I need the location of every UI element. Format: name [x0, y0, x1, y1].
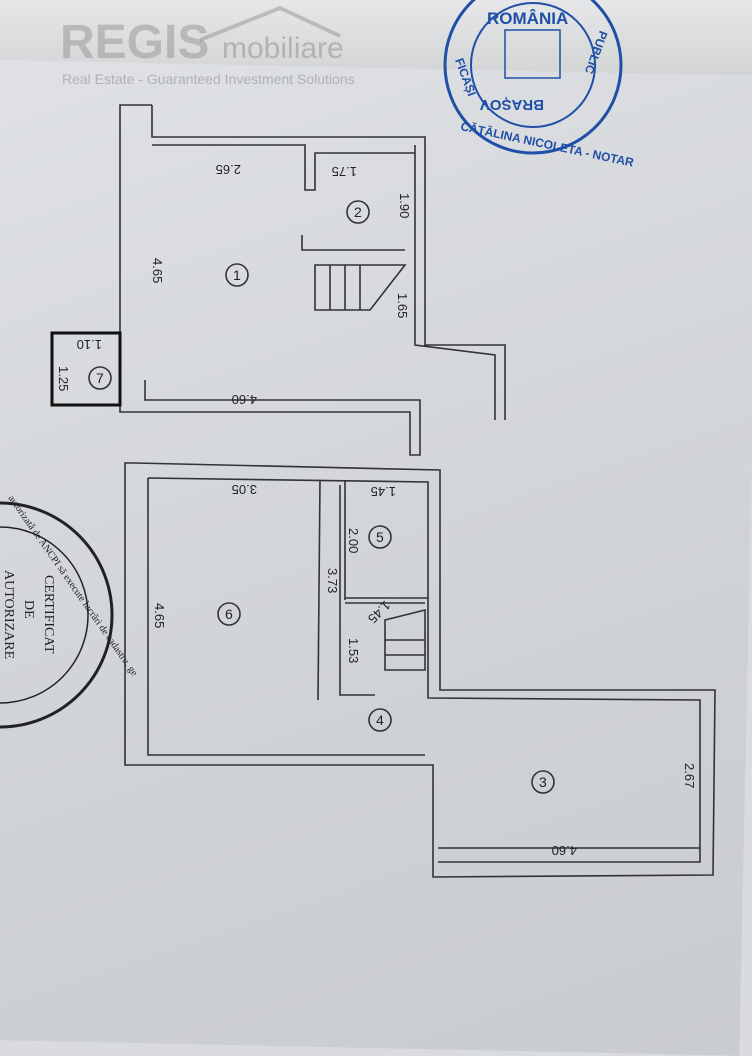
stamp-left-text: FICAȘI: [452, 56, 479, 98]
room-5-marker: [368, 525, 392, 549]
room-7-label: 7: [96, 370, 104, 386]
dim-label: 1.65: [395, 293, 410, 318]
auth-stamp-line2: DE: [21, 600, 36, 619]
dim-label: 3.73: [325, 568, 340, 593]
auth-stamp-line1: CERTIFICAT: [41, 575, 56, 654]
room-6-label: 6: [225, 606, 233, 622]
lower-floor-plan: [124, 462, 716, 878]
upper-bottom-wall: [119, 380, 421, 456]
dim-label: 1.90: [397, 193, 412, 218]
dim-label: 4.65: [150, 258, 165, 283]
dim-label: 1.45: [365, 598, 394, 627]
room-1-marker: [225, 263, 249, 287]
authorization-stamp: autorizată de ANCPI să execute lucrări d…: [0, 493, 140, 729]
room-5-label: 5: [376, 529, 384, 545]
auth-stamp-line3: AUTORIZARE: [1, 570, 16, 659]
room-3-marker: [531, 770, 555, 794]
dim-label: 1.75: [332, 164, 357, 179]
room-7-marker: [88, 366, 112, 390]
dim-label: 1.25: [56, 366, 71, 391]
dim-label: 1.53: [346, 638, 361, 663]
watermark-logo: REGIS mobiliare Real Estate - Guaranteed…: [60, 5, 355, 87]
room-4-label: 4: [376, 712, 384, 728]
room-6-marker: [217, 602, 241, 626]
dim-label: 1.45: [371, 484, 396, 499]
upper-labels: 1 2 7 2.65 1.75 1.90 4.65 1.65 1.10 1.25…: [56, 162, 412, 407]
auth-stamp-arc: autorizată de ANCPI să execute lucrări d…: [6, 493, 140, 678]
room-2-marker: [346, 200, 370, 224]
room-1-label: 1: [233, 267, 241, 283]
lower-stairs: [384, 608, 426, 671]
room-2-label: 2: [354, 204, 362, 220]
dim-label: 2.67: [682, 763, 697, 788]
lower-partitions: [317, 479, 428, 701]
room-3-label: 3: [539, 774, 547, 790]
stamp-right-text: PUBLIC: [582, 29, 611, 76]
dim-label: 2.00: [346, 528, 361, 553]
watermark-tagline: Real Estate - Guaranteed Investment Solu…: [62, 71, 355, 87]
upper-floor-plan: [50, 104, 506, 456]
room-7-balcony: [50, 331, 122, 407]
upper-stairs: [314, 264, 407, 311]
lower-inner-walls: [147, 477, 701, 863]
dim-label: 2.65: [216, 162, 241, 177]
notary-stamp: ROMÂNIA FICAȘI PUBLIC BRAȘOV CĂTĂLINA NI…: [443, 0, 636, 170]
dim-label: 4.60: [232, 392, 257, 407]
coat-of-arms-icon: [504, 29, 561, 79]
dim-label: 1.10: [77, 337, 102, 352]
stamp-top-text: ROMÂNIA: [487, 9, 568, 28]
dim-label: 4.60: [552, 843, 577, 858]
upper-walls: [119, 104, 506, 420]
watermark-brand: REGIS: [60, 16, 209, 69]
upper-inner-walls: [152, 144, 415, 251]
stamp-city-text: BRAȘOV: [480, 96, 544, 113]
floor-plan: REGIS mobiliare Real Estate - Guaranteed…: [0, 0, 716, 878]
watermark-suffix: mobiliare: [222, 32, 344, 65]
dim-label: 3.05: [232, 482, 257, 497]
lower-outer-walls: [124, 462, 716, 878]
dim-label: 4.65: [152, 603, 167, 628]
room-4-marker: [368, 708, 392, 732]
house-roof-icon: [199, 5, 341, 42]
